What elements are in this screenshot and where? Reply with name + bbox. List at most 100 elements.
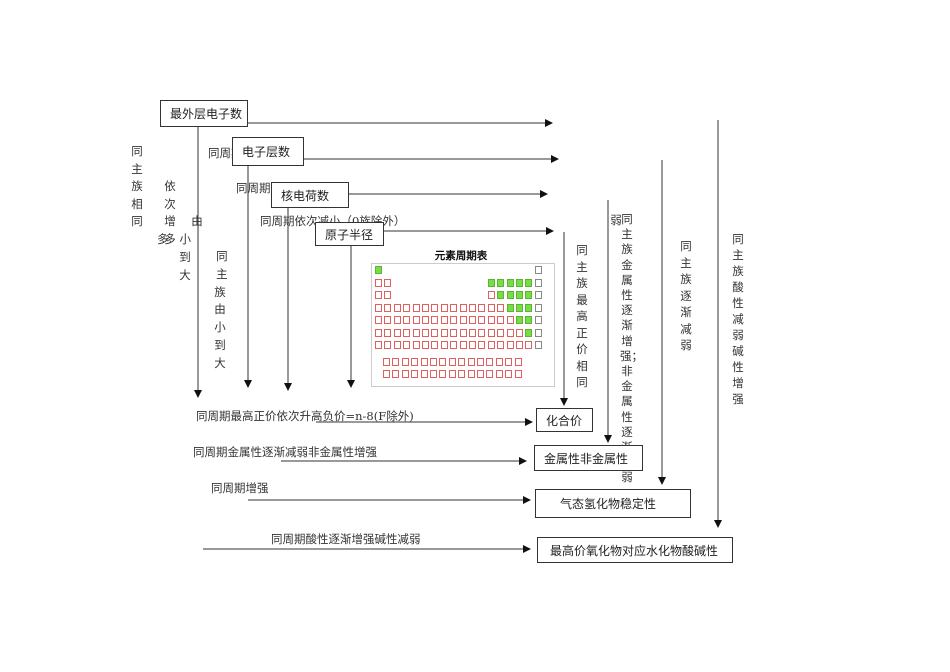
element-cell	[422, 316, 429, 324]
element-cell	[450, 341, 458, 349]
element-cell	[525, 291, 533, 299]
element-cell	[478, 316, 486, 324]
element-cell	[384, 291, 392, 299]
element-cell	[516, 316, 523, 324]
group-label-acid-base: 同主族酸性减弱碱性增强	[732, 232, 744, 406]
element-cell	[497, 291, 505, 299]
element-cell	[430, 370, 437, 378]
element-cell	[514, 370, 522, 378]
element-cell	[412, 303, 420, 312]
element-cell	[431, 316, 439, 324]
period-label-electron-shells: 同周期相同	[208, 145, 232, 161]
element-cell	[422, 303, 429, 312]
element-cell	[525, 303, 533, 312]
element-cell	[431, 341, 439, 349]
element-cell	[487, 278, 495, 287]
element-cell	[525, 316, 533, 324]
element-cell	[486, 358, 494, 366]
element-cell	[431, 303, 439, 312]
element-cell	[467, 370, 475, 378]
electron-shells-box: 电子层数	[232, 137, 304, 166]
element-cell	[506, 303, 514, 312]
element-cell	[459, 316, 467, 324]
element-cell	[412, 328, 420, 337]
element-cell	[477, 358, 484, 366]
element-cell	[497, 278, 505, 287]
element-cell	[514, 358, 522, 366]
periodic-table-title: 元素周期表	[434, 250, 488, 262]
group-label-atomic-radius: 同 主族由小到大	[212, 249, 228, 370]
element-cell	[469, 328, 476, 337]
element-cell	[459, 328, 467, 337]
element-cell	[393, 341, 401, 349]
periodic-table-grid	[371, 263, 555, 387]
element-cell	[505, 370, 513, 378]
element-cell	[411, 370, 419, 378]
period-label-hydride: 同周期增强	[211, 481, 269, 495]
element-cell	[467, 358, 475, 366]
outer-electrons-box: 最外层电子数	[160, 100, 248, 127]
element-cell	[487, 316, 495, 324]
element-cell	[393, 303, 401, 312]
element-cell	[478, 303, 486, 312]
element-cell	[469, 316, 476, 324]
element-cell	[403, 303, 411, 312]
valence-box: 化合价	[536, 408, 593, 432]
element-cell	[516, 303, 523, 312]
element-cell	[495, 358, 503, 366]
group-label-nuclear-charge-3: 到大	[179, 250, 191, 282]
element-cell	[383, 358, 390, 366]
element-cell	[497, 316, 505, 324]
element-cell	[497, 341, 505, 349]
element-cell	[384, 328, 392, 337]
element-cell	[534, 303, 542, 312]
element-cell	[458, 358, 466, 366]
element-cell	[450, 316, 458, 324]
element-cell	[459, 303, 467, 312]
element-cell	[469, 303, 476, 312]
group-label-nuclear-charge-1: 由	[191, 214, 203, 228]
element-cell	[375, 328, 382, 337]
element-cell	[487, 291, 495, 299]
element-cell	[392, 358, 400, 366]
element-cell	[440, 303, 448, 312]
element-cell	[506, 316, 514, 324]
element-cell	[497, 303, 505, 312]
period-label-acid-base: 同周期酸性逐渐增强碱性减弱	[271, 532, 421, 546]
element-cell	[403, 328, 411, 337]
group-label-metallic-prefix: 弱	[610, 213, 622, 227]
element-cell	[506, 278, 514, 287]
element-cell	[384, 341, 392, 349]
element-cell	[459, 341, 467, 349]
element-cell	[487, 341, 495, 349]
element-cell	[478, 341, 486, 349]
element-cell	[411, 358, 419, 366]
element-cell	[440, 316, 448, 324]
element-cell	[534, 266, 542, 274]
metallic-box: 金属性非金属性	[534, 445, 643, 471]
element-cell	[478, 328, 486, 337]
element-cell	[384, 303, 392, 312]
atomic-radius-box: 原子半径	[315, 222, 384, 246]
element-cell	[392, 370, 400, 378]
group-label-hydride: 同主族逐渐减弱	[680, 239, 692, 352]
element-cell	[412, 341, 420, 349]
element-cell	[412, 316, 420, 324]
element-cell	[439, 370, 447, 378]
element-cell	[534, 316, 542, 324]
element-cell	[534, 328, 542, 337]
element-cell	[506, 291, 514, 299]
element-cell	[525, 328, 533, 337]
element-cell	[487, 303, 495, 312]
hydride-stability-box: 气态氢化物稳定性	[535, 489, 691, 518]
element-cell	[383, 370, 390, 378]
element-cell	[422, 328, 429, 337]
element-cell	[393, 328, 401, 337]
nuclear-charge-box: 核电荷数	[271, 182, 349, 208]
element-cell	[384, 278, 392, 287]
element-cell	[458, 370, 466, 378]
element-cell	[375, 341, 382, 349]
element-cell	[375, 278, 382, 287]
element-cell	[450, 328, 458, 337]
